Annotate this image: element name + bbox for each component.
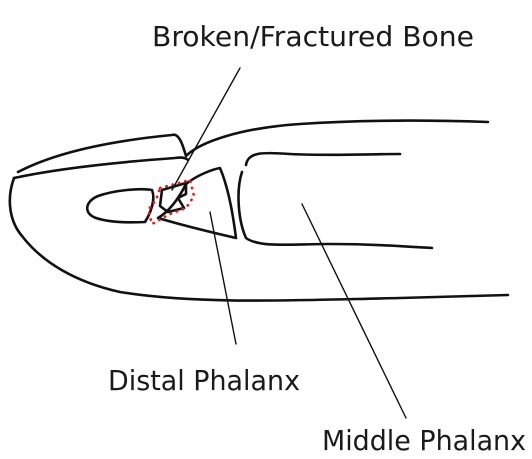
leader-distal-phalanx bbox=[210, 212, 236, 344]
distal-phalanx-base bbox=[158, 168, 236, 238]
label-middle-phalanx: Middle Phalanx bbox=[322, 424, 526, 457]
finger-top-edge bbox=[18, 121, 488, 172]
fingertip-and-pad bbox=[10, 178, 508, 301]
nail-line bbox=[14, 158, 188, 178]
distal-phalanx-tuft bbox=[87, 189, 153, 222]
finger-outline bbox=[10, 121, 508, 301]
label-distal-phalanx: Distal Phalanx bbox=[108, 364, 300, 397]
leader-middle-phalanx bbox=[302, 204, 406, 418]
middle-phalanx-bone bbox=[239, 153, 432, 248]
label-broken-bone: Broken/Fractured Bone bbox=[152, 20, 474, 53]
